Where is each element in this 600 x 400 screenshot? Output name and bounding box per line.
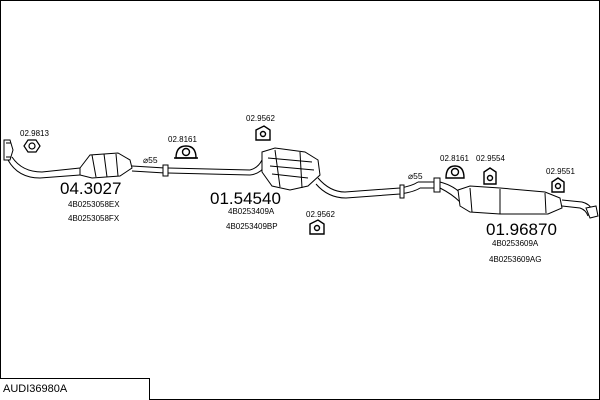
oem-ref-front-1: 4B0253058EX <box>68 200 120 209</box>
rubber-ring-icon <box>174 145 198 159</box>
rubber-ring-icon <box>445 165 465 179</box>
hanger-label-mid-bottom: 02.9562 <box>306 210 335 219</box>
document-code: AUDI36980A <box>0 378 150 400</box>
oem-ref-middle-1: 4B0253409A <box>228 207 275 216</box>
gasket-icon <box>23 139 41 153</box>
rubber-hanger-icon <box>309 219 325 235</box>
hanger-label-rear: 02.9554 <box>476 154 505 163</box>
hanger-label-flange: 02.9813 <box>20 129 49 138</box>
middle-silencer-assembly <box>249 147 441 199</box>
hanger-label-tail: 02.9551 <box>546 167 575 176</box>
diameter-label-front: ⌀55 <box>143 155 158 165</box>
rubber-hanger-icon <box>551 177 565 193</box>
hanger-label-front-ring: 02.8161 <box>168 135 197 144</box>
part-number-middle: 01.54540 <box>210 189 281 208</box>
hanger-label-rear-ring: 02.8161 <box>440 154 469 163</box>
hanger-label-mid-top: 02.9562 <box>246 114 275 123</box>
oem-ref-front-2: 4B0253058FX <box>68 214 120 223</box>
diameter-label-rear: ⌀55 <box>408 171 423 181</box>
rubber-hanger-icon <box>255 125 271 141</box>
part-number-rear: 01.96870 <box>486 220 557 239</box>
part-number-front: 04.3027 <box>60 179 121 198</box>
oem-ref-middle-2: 4B0253409BP <box>226 222 278 231</box>
rubber-hanger-icon <box>483 167 497 185</box>
front-pipe-assembly <box>3 139 251 179</box>
oem-ref-rear-2: 4B0253609AG <box>489 255 542 264</box>
oem-ref-rear-1: 4B0253609A <box>492 239 539 248</box>
rear-silencer-assembly <box>439 181 599 219</box>
